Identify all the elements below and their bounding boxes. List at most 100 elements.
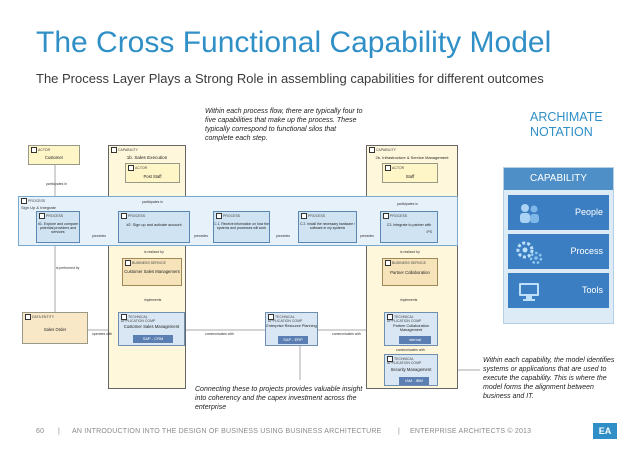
rel-communicates-3: communicates with [396, 348, 425, 352]
process-band-label: Sign Up & Integrate [21, 205, 56, 210]
process-explore-compare[interactable]: PROCESS #1. Explore and compare potentia… [36, 211, 80, 243]
process-icon [21, 198, 27, 204]
data-icon [25, 314, 31, 320]
app-label: Customer Sales Management [123, 324, 180, 329]
rel-precedes-2: precedes [194, 234, 208, 238]
rel-realised-right: is realised by [400, 250, 420, 254]
process-tag: PROCESS [301, 213, 325, 219]
data-entity-tag: DATA ENTITY [25, 314, 54, 320]
notation-line2: NOTATION [530, 125, 593, 139]
actor-customer[interactable]: ACTOR Customer [28, 145, 80, 165]
actor-tag: ACTOR [385, 165, 404, 171]
business-service-customer-sales[interactable]: BUSINESS SERVICE Customer Sales Manageme… [122, 258, 182, 286]
capability-tag: CAPABILITY [111, 147, 138, 153]
page-title: The Cross Functional Capability Model [36, 26, 552, 59]
process-tag: PROCESS [121, 213, 145, 219]
service-icon [125, 260, 131, 266]
process-tag: PROCESS [383, 213, 407, 219]
service-icon [385, 260, 391, 266]
process-install-hardware[interactable]: PROCESS C.2. Install the necessary hardw… [298, 211, 357, 243]
process-icon [216, 213, 222, 219]
process-icon [39, 213, 45, 219]
data-entity-label: Sales Order [43, 327, 67, 332]
rel-participates-customer: participates in [46, 182, 67, 186]
process-label: C3. Integrate to partner with [386, 223, 432, 227]
actor-tag: ACTOR [31, 147, 50, 153]
app-system-badge: IAM - IBM [399, 377, 429, 385]
rel-implements-left: implements [144, 298, 162, 302]
callout-capability-systems: Within each capability, the model identi… [483, 357, 615, 400]
app-tag: TECHNICAL APPLICATION COMP [121, 314, 156, 323]
actor-icon [385, 165, 391, 171]
rel-participates-post-staff: participates in [142, 200, 163, 204]
rel-precedes-4: precedes [360, 234, 374, 238]
process-label: #2. Sign up and activate account [126, 223, 182, 227]
rel-precedes-3: precedes [276, 234, 290, 238]
app-system-badge: SAP - ERP [278, 336, 308, 344]
people-icon [520, 204, 539, 223]
capability-panel: CAPABILITY People Process Tools [503, 167, 614, 324]
process-integrate-partner[interactable]: PROCESS C3. Integrate to partner with IP… [380, 211, 438, 243]
app-security-management[interactable]: TECHNICAL APPLICATION COMP Security Mana… [384, 354, 438, 386]
process-ips-label: IPS [426, 230, 432, 234]
process-sign-up-activate[interactable]: PROCESS #2. Sign up and activate account [118, 211, 190, 243]
business-service-partner-collaboration[interactable]: BUSINESS SERVICE Partner Collaboration [382, 258, 438, 286]
footer-page-number: 60 [36, 428, 45, 435]
business-service-tag: BUSINESS SERVICE [385, 260, 426, 266]
gears-icon [516, 241, 543, 265]
app-partner-collaboration-management[interactable]: TECHNICAL APPLICATION COMP Partner Colla… [384, 312, 438, 346]
actor-post-staff[interactable]: ACTOR Post Staff [125, 163, 180, 183]
process-receive-information[interactable]: PROCESS C.1. Receive information on how … [213, 211, 270, 243]
rel-implements-right: implements [400, 298, 418, 302]
app-tag: TECHNICAL APPLICATION COMP [387, 356, 422, 365]
rel-precedes-1: precedes [92, 234, 106, 238]
app-enterprise-resource-planning[interactable]: TECHNICAL APPLICATION COMP Enterprise Re… [265, 312, 318, 346]
capability-tools-row: Tools [508, 273, 609, 308]
capability-people-label: People [574, 207, 603, 217]
process-label: #1. Explore and compare potential provid… [37, 222, 79, 235]
actor-staff-label: Staff [405, 174, 415, 179]
app-label: Partner Collaboration Management [393, 324, 429, 333]
capability-tag: CAPABILITY [369, 147, 396, 153]
app-system-badge: SAP - CRM [133, 335, 173, 343]
process-tag: PROCESS [39, 213, 63, 219]
callout-projects: Connecting these to projects provides va… [195, 386, 363, 411]
footer-title: AN INTRODUCTION INTO THE DESIGN OF BUSIN… [72, 428, 382, 435]
app-label: Enterprise Resource Planning [266, 324, 317, 328]
capability-tools-label: Tools [581, 285, 603, 295]
rel-performed-by: is performed by [56, 266, 80, 270]
app-tag: TECHNICAL APPLICATION COMP [387, 314, 422, 323]
capability-panel-title: CAPABILITY [504, 168, 613, 190]
process-icon [301, 213, 307, 219]
capability-infrastructure-label: 2b. Infrastructure & Service Management [375, 155, 449, 160]
rel-operates-with: operates with [92, 332, 113, 336]
process-band-tag: PROCESS [21, 198, 45, 204]
actor-tag: ACTOR [128, 165, 147, 171]
data-entity-sales-order[interactable]: DATA ENTITY Sales Order [22, 312, 88, 344]
app-customer-sales-management[interactable]: TECHNICAL APPLICATION COMP Customer Sale… [118, 312, 185, 346]
actor-customer-label: Customer [44, 155, 64, 160]
archimate-notation-label: ARCHIMATE NOTATION [530, 110, 603, 140]
tools-icon [519, 283, 539, 301]
actor-staff[interactable]: ACTOR Staff [382, 163, 438, 183]
process-label: C.1. Receive information on how the syst… [214, 222, 269, 230]
process-icon [121, 213, 127, 219]
rel-realised-left: is realised by [144, 250, 164, 254]
footer-separator: | [398, 428, 401, 435]
ea-logo: EA [593, 423, 617, 439]
actor-post-staff-label: Post Staff [143, 174, 162, 179]
capability-icon [369, 147, 375, 153]
rel-communicates-2: communicates with [332, 332, 361, 336]
process-label: C.2. Install the necessary hardware / so… [299, 222, 356, 230]
business-service-label: Partner Collaboration [390, 270, 430, 275]
app-tag: TECHNICAL APPLICATION COMP [268, 314, 303, 323]
capability-sales-execution-label: 1b. Sales Execution [126, 155, 168, 160]
process-tag: PROCESS [216, 213, 240, 219]
app-label: Security Management [390, 367, 432, 372]
footer-company: ENTERPRISE ARCHITECTS © 2013 [410, 428, 532, 435]
business-service-label: Customer Sales Management [124, 269, 180, 274]
rel-participates-staff: participates in [397, 202, 418, 206]
capability-process-row: Process [508, 234, 609, 269]
rel-communicates-1: communicates with [205, 332, 234, 336]
actor-icon [128, 165, 134, 171]
